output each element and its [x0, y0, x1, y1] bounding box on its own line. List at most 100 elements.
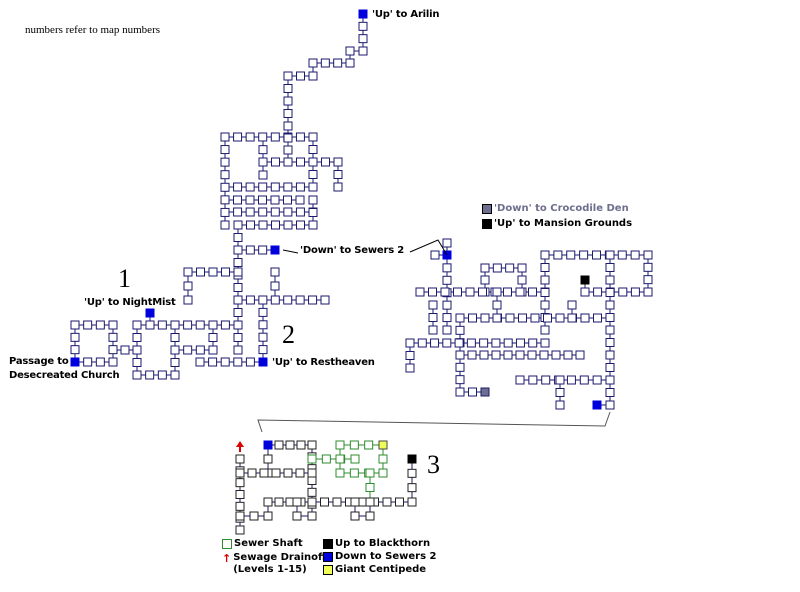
map-room — [132, 358, 142, 367]
map-room — [491, 338, 501, 348]
map-room — [350, 454, 360, 464]
map-room — [258, 357, 268, 367]
map-room — [308, 182, 318, 192]
map-room — [183, 281, 193, 291]
map-room — [580, 313, 590, 323]
map-room — [195, 357, 205, 367]
green-square-icon — [222, 538, 232, 549]
map-room — [183, 320, 193, 330]
map-room — [605, 350, 615, 360]
map-room — [320, 497, 329, 507]
map-room — [95, 357, 105, 367]
map-room — [233, 295, 243, 305]
map-room — [233, 233, 243, 242]
map-room — [308, 220, 318, 230]
map-room — [259, 468, 269, 478]
map-room — [247, 468, 257, 478]
map-room — [553, 250, 563, 260]
map-room — [417, 338, 427, 348]
map-room — [283, 295, 293, 305]
map-room — [365, 497, 375, 507]
map-room — [415, 287, 425, 297]
map-room — [455, 362, 465, 372]
map-room — [263, 454, 273, 464]
map-room — [480, 387, 490, 397]
map-room — [517, 263, 527, 273]
map-room — [530, 313, 540, 323]
label-mansion: 'Up' to Mansion Grounds — [482, 218, 632, 229]
map-room — [395, 497, 404, 507]
map-room — [183, 295, 193, 305]
map-room — [258, 145, 268, 155]
map-room — [528, 338, 538, 348]
map-room — [467, 350, 477, 360]
map-room — [308, 208, 318, 217]
map-room — [157, 320, 167, 330]
map-room — [630, 287, 640, 297]
map-room — [258, 220, 268, 230]
map-room — [196, 267, 205, 277]
map-room — [428, 325, 438, 335]
map-room — [335, 440, 345, 450]
map-room — [492, 300, 502, 310]
map-room — [283, 133, 293, 143]
map-room — [382, 497, 392, 507]
map-room — [283, 468, 293, 478]
map-room — [283, 220, 293, 230]
map-room — [258, 170, 268, 180]
map-room — [540, 300, 550, 310]
map-room — [492, 313, 502, 323]
map-room — [233, 357, 243, 367]
map-room — [258, 307, 268, 317]
map-room — [233, 345, 243, 355]
map-room — [405, 338, 415, 348]
map-room — [220, 170, 230, 180]
map-room — [271, 468, 281, 478]
map-room — [605, 250, 615, 260]
map-room — [333, 182, 343, 192]
map-room — [593, 313, 602, 323]
legend-down-sewers2-text: Down to Sewers 2 — [335, 551, 437, 562]
label-crocodile-text: 'Down' to Crocodile Den — [494, 203, 629, 214]
map-room — [442, 263, 452, 273]
map-room — [233, 195, 242, 205]
pointer-line — [282, 249, 299, 254]
map-room — [83, 320, 93, 330]
map-room — [233, 333, 243, 342]
map-room — [405, 351, 415, 360]
map-room — [296, 220, 305, 230]
map-room — [271, 220, 280, 230]
map-room — [233, 320, 243, 330]
map-room — [454, 338, 464, 348]
map-room — [307, 468, 317, 478]
label-passage-1: Passage to — [9, 356, 69, 367]
map-room — [220, 145, 230, 155]
map-room — [263, 440, 273, 450]
map-room — [157, 370, 167, 380]
map-room — [643, 287, 653, 297]
map-room — [333, 157, 343, 167]
map-room — [335, 468, 345, 478]
map-room — [258, 207, 268, 217]
map-room — [643, 250, 653, 260]
map-room — [518, 313, 527, 323]
legend-drainoff-text: Sewage Drainoff — [233, 552, 327, 563]
map-room — [307, 497, 317, 507]
map-room — [235, 468, 245, 478]
map-room — [491, 350, 501, 360]
map-room — [378, 468, 388, 478]
map-room — [220, 195, 230, 205]
map-room — [245, 357, 255, 367]
map-room — [271, 157, 280, 167]
map-room — [365, 483, 375, 492]
map-room — [567, 300, 577, 310]
legend-drainoff: ↑Sewage Drainoff(Levels 1-15) — [222, 552, 326, 576]
map-room — [308, 157, 318, 167]
map-room — [575, 350, 585, 360]
map-room — [245, 182, 255, 192]
map-room — [551, 350, 561, 360]
map-room — [270, 195, 280, 205]
map-room — [132, 345, 142, 355]
map-room — [480, 263, 490, 273]
map-room — [308, 132, 318, 142]
